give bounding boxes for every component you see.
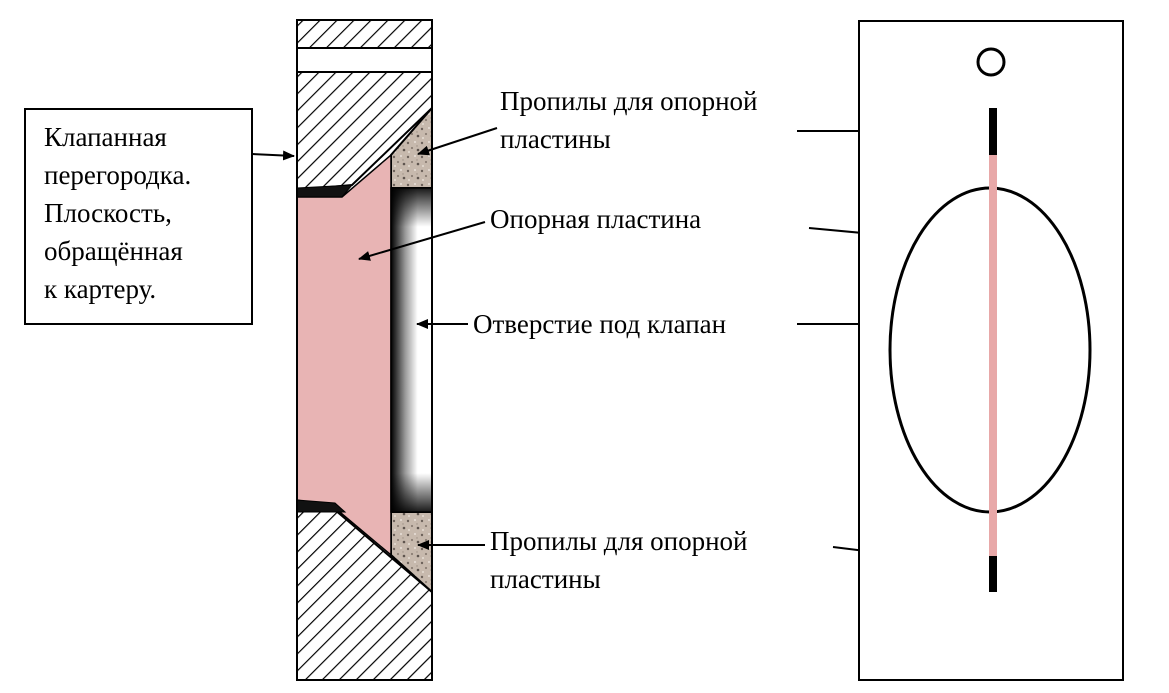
front-view (858, 20, 1124, 681)
partition-label-line-4: обращённая (44, 236, 183, 266)
mounting-hole (976, 47, 1006, 77)
cross-section (296, 19, 433, 681)
support-plate-arrow-left (358, 221, 486, 261)
partition-label-line-2: перегородка. (44, 160, 191, 190)
partition-label-line-5: к картеру. (44, 274, 156, 304)
partition-arrow (251, 150, 295, 161)
slots-top-arrow-left (417, 127, 498, 156)
slots-top-label-line-1: Пропилы для опорной (500, 86, 758, 116)
slots-bottom-label-line-1: Пропилы для опорной (490, 526, 748, 556)
support-plate-label: Опорная пластина (490, 204, 701, 234)
support-plate-section (296, 153, 392, 557)
partition-label-line-1: Клапанная (44, 122, 167, 152)
slots-bottom-label-line-2: пластины (490, 564, 601, 594)
valve-hole-label: Отверстие под клапан (473, 309, 726, 339)
partition-label-box: Клапанная перегородка. Плоскость, обращё… (24, 108, 253, 325)
partition-label-line-3: Плоскость, (44, 198, 172, 228)
slots-top-label-line-2: пластины (500, 124, 611, 154)
